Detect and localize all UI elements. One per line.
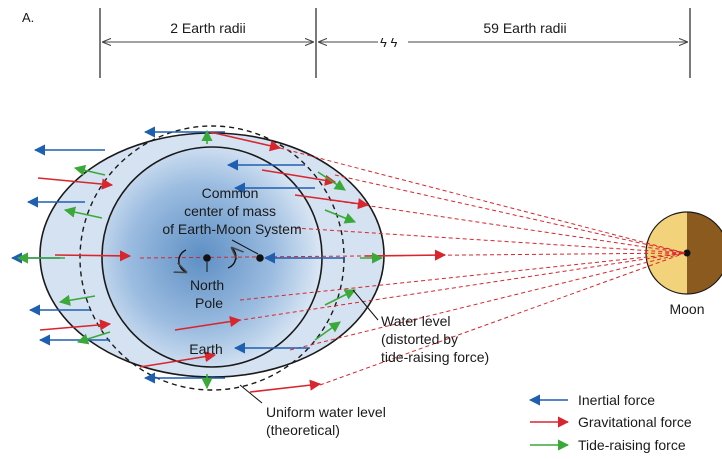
gravity-arrow: [294, 194, 370, 210]
water-level-line-3: tide-raising force): [381, 349, 489, 365]
moon-label: Moon: [669, 301, 704, 317]
scale-bar: ϟ ϟ 2 Earth radii 59 Earth radii: [99, 8, 691, 78]
center-of-mass-line-3: of Earth-Moon System: [162, 221, 301, 237]
legend-gravity-label: Gravitational force: [578, 414, 692, 430]
rotation-arrow-right: [227, 248, 236, 269]
gravity-arrow: [261, 169, 337, 186]
water-level-line-1: Water level: [381, 313, 451, 329]
tide-arrows: [16, 129, 384, 390]
tide-arrow: [76, 331, 111, 345]
north-pole-line-1: North: [190, 277, 224, 293]
legend-inertial-label: Inertial force: [578, 392, 655, 408]
water-level-line-2: (distorted by: [381, 331, 458, 347]
moon-span-label: 59 Earth radii: [483, 20, 566, 36]
gravity-arrow: [174, 315, 242, 331]
gravity-arrow: [54, 250, 132, 262]
legend-tide-label: Tide-raising force: [578, 437, 686, 453]
gravity-arrow: [364, 249, 447, 261]
rotation-indicator: [179, 248, 236, 272]
gravity-arrow: [37, 177, 114, 190]
gravity-arrow: [209, 131, 282, 152]
tide-arrow: [314, 321, 341, 341]
break-mark: ϟ ϟ: [380, 35, 397, 50]
uniform-level-line-1: Uniform water level: [266, 404, 386, 420]
tide-arrow: [73, 164, 106, 176]
gravity-arrow: [139, 351, 217, 368]
water-level-label: Water level (distorted by tide-raising f…: [381, 313, 489, 365]
tide-arrow: [324, 289, 357, 306]
center-of-mass-leader: [231, 239, 259, 255]
uniform-level-line-2: (theoretical): [266, 422, 340, 438]
center-of-mass-point: [256, 254, 264, 262]
uniform-level-label: Uniform water level (theoretical): [266, 404, 390, 438]
tide-arrow: [324, 209, 357, 224]
earth-span-label: 2 Earth radii: [170, 20, 245, 36]
water-level-leader: [352, 289, 379, 321]
gravity-dashed-lines: [139, 147, 686, 386]
earth-label: Earth: [189, 341, 222, 357]
legend: Inertial force Gravitational force Tide-…: [528, 392, 692, 453]
north-pole-line-2: Pole: [195, 295, 223, 311]
gravity-arrow: [249, 379, 322, 393]
center-of-mass-line-2: center of mass: [184, 203, 276, 219]
gravity-arrow: [39, 319, 112, 331]
tide-arrow: [63, 206, 103, 219]
center-of-mass-line-1: Common: [202, 185, 259, 201]
tide-arrow: [58, 294, 96, 306]
tide-arrow: [317, 171, 346, 191]
uniform-level-leader: [239, 384, 263, 404]
rotation-arrow-left: [179, 249, 186, 272]
center-of-mass-label: Common center of mass of Earth-Moon Syst…: [162, 185, 301, 237]
moon-center-dot: [683, 249, 691, 257]
panel-label: A.: [22, 10, 34, 25]
north-pole-label: North Pole: [190, 277, 228, 311]
north-pole-point: [203, 254, 211, 262]
